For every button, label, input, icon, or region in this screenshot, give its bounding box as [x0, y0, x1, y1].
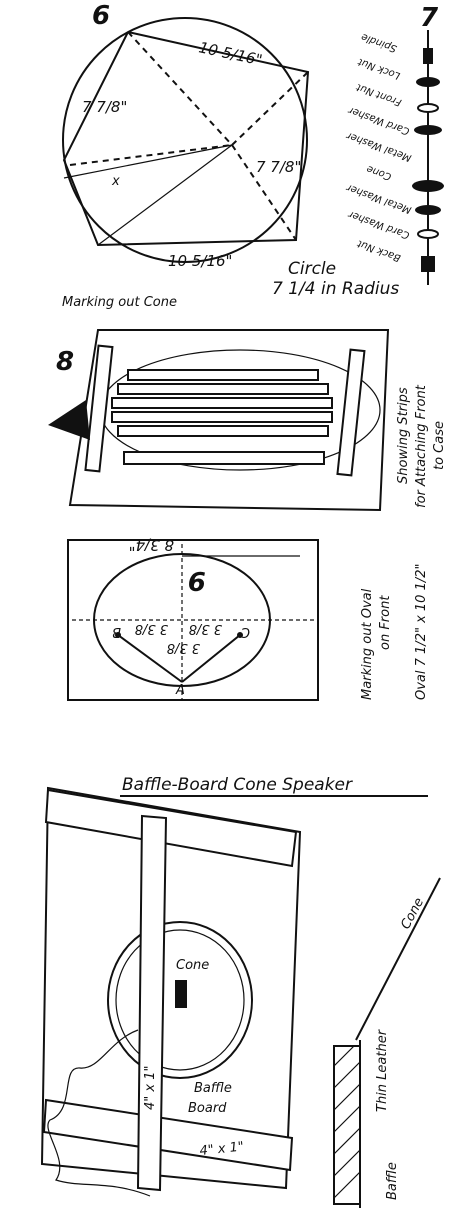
fold-line-3	[231, 144, 297, 241]
fold-line-4	[69, 144, 233, 166]
detail-cone-line	[355, 877, 441, 1041]
left-strip	[84, 344, 114, 473]
figure-9-number: 9	[188, 565, 206, 595]
detail-baffle-label: Baffle	[385, 1162, 400, 1200]
card-washer-front-shape	[417, 103, 439, 113]
figure-8-caption-line-3: to Case	[432, 421, 447, 470]
lock-nut-shape	[423, 48, 433, 64]
figure-7-part-label: Front Nut	[354, 81, 403, 108]
front-panel-outline	[67, 539, 319, 701]
pin-c	[237, 632, 243, 638]
circle-label: Circle	[288, 259, 336, 279]
vertical-strip	[136, 814, 168, 1192]
figure-8-number: 8	[56, 347, 74, 377]
slat-bundle	[111, 369, 333, 465]
bottom-strip-size: 4" x 1"	[199, 1139, 245, 1159]
figure-6-caption: Marking out Cone	[62, 295, 177, 310]
front-board	[68, 329, 390, 512]
figure-9-diagonal-dimension: 3 3/8	[167, 640, 200, 655]
detail-cone-label: Cone	[398, 895, 427, 931]
detail-baffle-block	[333, 1045, 361, 1205]
baffle-board-speaker: Baffle-Board Cone Speaker Cone Baffle Bo…	[40, 775, 441, 1208]
figure-9-caption-line-2: on Front	[378, 595, 393, 650]
figure-8-front-strips: 8 Showing Strips for Attaching Front to …	[48, 329, 447, 512]
figure-9-oval-size: Oval 7 1/2" x 10 1/2"	[414, 564, 429, 700]
detail-leather-label: Thin Leather	[375, 1028, 390, 1112]
brush-shading	[48, 400, 90, 440]
metal-washer-front-shape	[414, 125, 442, 135]
overlap-line	[63, 144, 233, 179]
figure-9-top-dimension: 8 3/4"	[129, 536, 174, 554]
cone-circle	[62, 17, 308, 263]
bottom-chord-label: 10 5/16"	[168, 252, 232, 270]
figure-9-caption-line-1: Marking out Oval	[360, 588, 375, 700]
string-line-right	[181, 634, 241, 683]
centre-mark: x	[111, 174, 120, 189]
cut-line	[97, 144, 233, 246]
front-nut-shape	[416, 77, 440, 87]
radius-label: 7 1/4 in Radius	[272, 279, 399, 299]
cone-label: Cone	[176, 958, 209, 973]
figure-9-oval-layout: 9 8 3/4" 3 3/8 3 3/8 3 3/8 B C A Marking…	[67, 536, 429, 701]
point-a-label: A	[175, 683, 185, 698]
figure-7-number: 7	[420, 3, 439, 33]
fold-line-2	[231, 71, 309, 146]
pin-b	[115, 632, 121, 638]
top-batten	[44, 788, 298, 868]
metal-washer-back-shape	[415, 205, 441, 215]
speaker-lead	[47, 1029, 151, 1197]
figure-8-caption-line-1: Showing Strips	[396, 387, 411, 484]
fold-line-1	[127, 31, 233, 146]
figure-9-right-dimension: 3 3/8	[189, 621, 222, 636]
top-chord-label: 10 5/16"	[197, 38, 264, 69]
baffle-board-outline	[40, 786, 302, 1190]
cone-outline	[62, 31, 310, 247]
cone-disc-shape	[412, 180, 444, 192]
string-line-left	[117, 634, 183, 683]
vertical-strip-size: 4" x 1"	[143, 1066, 158, 1110]
card-washer-back-shape	[417, 229, 439, 239]
right-edge-label: 7 7/8"	[256, 158, 301, 176]
figure-7-part-label: Back Nut	[355, 237, 402, 263]
figure-9-left-dimension: 3 3/8	[135, 621, 168, 636]
right-strip	[336, 348, 366, 477]
figure-7-part-label: Card Washer	[346, 104, 411, 137]
figure-7-part-label: Spindle	[360, 31, 399, 54]
figure-7-part-label: Lock Nut	[356, 55, 402, 81]
board-label-2: Board	[188, 1101, 227, 1116]
point-c-label: C	[240, 624, 250, 639]
bottom-batten	[42, 1098, 294, 1172]
figure-6-cone-layout: 6 10 5/16" 7 7/8" 7 7/8" 10 5/16" x Circ…	[62, 1, 399, 310]
board-label-1: Baffle	[194, 1081, 232, 1096]
detail-hatching	[333, 1045, 361, 1199]
drive-unit	[175, 980, 187, 1008]
figure-9-inverted-text: 9 8 3/4" 3 3/8 3 3/8 3 3/8 B C	[112, 536, 250, 655]
cone-opening	[107, 921, 253, 1079]
point-b-label: B	[112, 624, 121, 639]
figure-6-number: 6	[92, 1, 110, 31]
baffle-title: Baffle-Board Cone Speaker	[122, 775, 353, 795]
back-nut-shape	[421, 256, 435, 272]
figure-8-caption-line-2: for Attaching Front	[414, 384, 429, 508]
cone-rim	[115, 929, 245, 1071]
figure-7-part-label: Cone	[365, 163, 393, 182]
left-edge-label: 7 7/8"	[82, 98, 127, 116]
